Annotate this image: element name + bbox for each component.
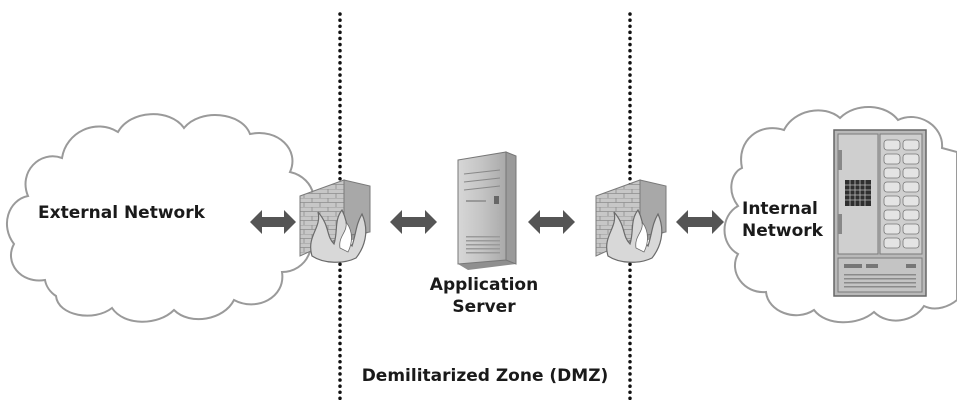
rack-server-icon (834, 130, 926, 296)
internal-network-label: Internal Network (742, 198, 825, 242)
external-network-label: External Network (38, 202, 205, 224)
application-server-label-line2: Server (414, 296, 554, 318)
internal-network-label-line1: Internal (742, 198, 823, 220)
firewall-1-icon (300, 180, 370, 262)
arrow-firewall-to-internal (676, 210, 724, 234)
firewall-2-icon (596, 180, 666, 262)
application-server-label-line1: Application (414, 274, 554, 296)
application-server-icon (458, 152, 516, 270)
application-server-label: Application Server (414, 274, 554, 318)
arrow-server-to-firewall (528, 210, 575, 234)
arrow-firewall-to-server (390, 210, 437, 234)
internal-network-label-line2: Network (742, 220, 823, 242)
dmz-label: Demilitarized Zone (DMZ) (345, 365, 625, 387)
